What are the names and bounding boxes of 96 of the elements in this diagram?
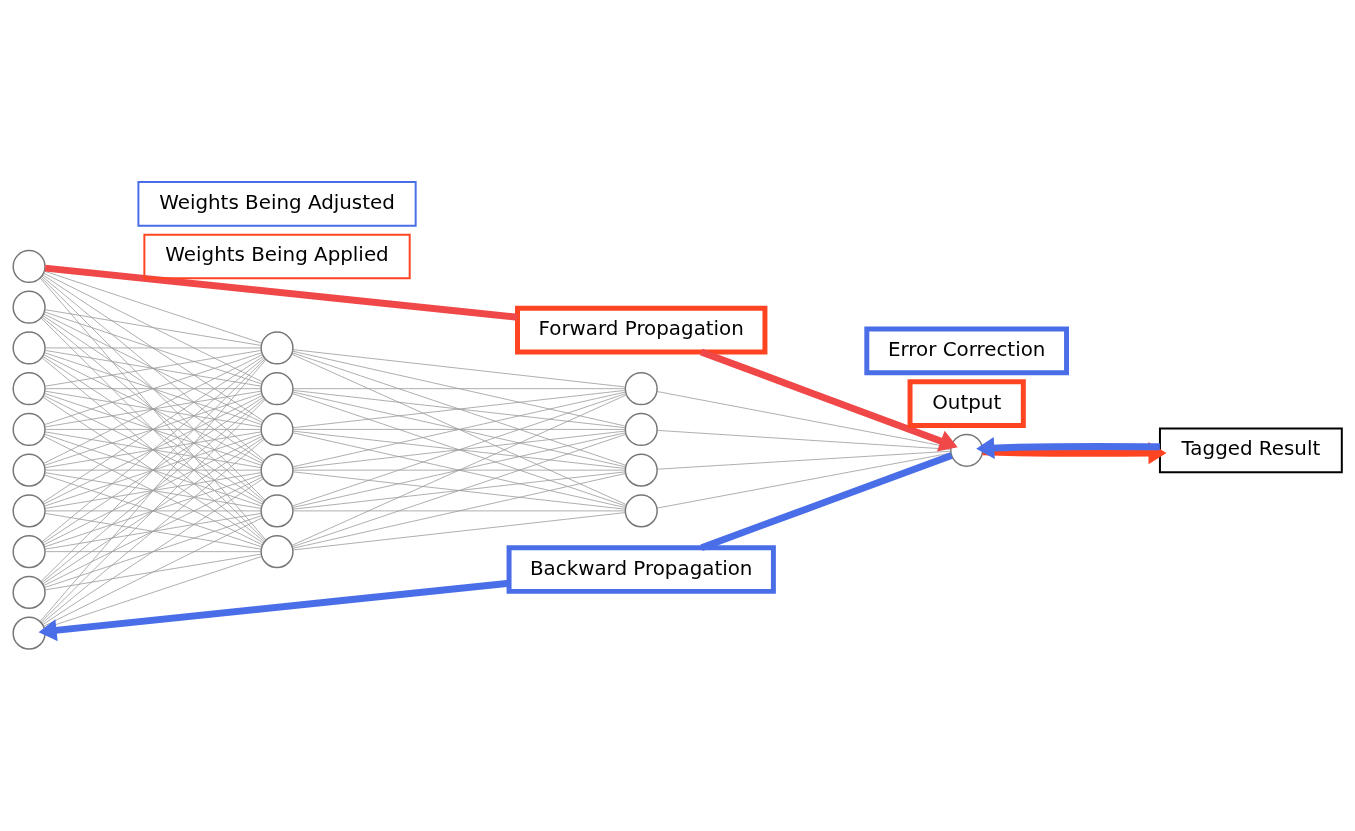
connector	[44, 270, 263, 344]
connector	[656, 452, 952, 509]
node-circle	[12, 249, 46, 284]
connector	[40, 317, 266, 542]
node-box: Forward Propagation	[515, 305, 768, 355]
connector	[41, 438, 265, 624]
connector	[44, 551, 262, 553]
connector	[41, 316, 265, 502]
connector	[43, 395, 263, 505]
node-circle	[12, 331, 46, 365]
connector	[43, 435, 263, 546]
node-box: Weights Being Adjusted	[137, 180, 417, 227]
node-box: Error Correction	[864, 326, 1070, 376]
node-circle	[12, 412, 46, 447]
connector	[39, 277, 267, 541]
node-box: Backward Propagation	[506, 545, 776, 594]
connector	[42, 396, 264, 544]
node-circle	[260, 494, 294, 528]
connector	[44, 347, 262, 349]
node-circle	[12, 453, 46, 487]
node-circle	[12, 494, 46, 528]
connector	[292, 429, 626, 430]
connector	[656, 391, 952, 448]
connector	[43, 476, 263, 587]
node-box: Weights Being Applied	[143, 233, 411, 280]
connector	[41, 275, 265, 461]
connector	[44, 553, 262, 591]
node-circle	[624, 494, 658, 528]
connector	[44, 469, 262, 471]
connector	[292, 430, 626, 469]
connector	[44, 474, 263, 548]
connector	[42, 274, 264, 422]
connector	[292, 432, 626, 508]
node-circle	[260, 535, 294, 569]
connector	[657, 430, 951, 450]
connector	[44, 433, 263, 507]
node-circle	[624, 372, 658, 406]
connector	[291, 352, 627, 466]
connector	[40, 399, 266, 623]
connector	[44, 264, 518, 321]
connector	[42, 437, 264, 585]
node-circle	[12, 372, 46, 406]
connector	[292, 350, 626, 427]
connector	[44, 352, 263, 426]
node-circle	[260, 453, 294, 487]
connector	[44, 472, 262, 509]
connector	[291, 353, 627, 506]
connector	[40, 276, 266, 501]
node-circle	[12, 575, 46, 610]
connector	[42, 315, 264, 463]
node-circle	[950, 433, 984, 467]
connector	[43, 272, 263, 383]
connector	[292, 471, 626, 510]
connector	[41, 398, 265, 583]
connector	[44, 429, 262, 430]
connector	[43, 517, 263, 627]
connector	[41, 357, 265, 543]
connector	[44, 390, 262, 428]
connector	[700, 452, 953, 551]
connector	[292, 349, 626, 388]
connector	[292, 510, 626, 512]
connector	[44, 350, 262, 387]
node-circle	[12, 535, 46, 569]
connector	[44, 388, 262, 390]
connector	[44, 515, 263, 589]
arrow	[38, 579, 510, 642]
arrow	[982, 442, 1167, 465]
connector	[291, 394, 627, 546]
node-box: Tagged Result	[1158, 427, 1343, 474]
connector	[292, 512, 626, 551]
connector	[292, 469, 626, 471]
connector	[44, 393, 263, 466]
connector	[44, 311, 263, 385]
connector	[43, 313, 263, 424]
connector	[291, 433, 627, 548]
connector	[292, 388, 626, 390]
connector	[292, 391, 626, 468]
node-box: Output	[907, 379, 1026, 428]
node-circle	[260, 412, 294, 447]
node-circle	[260, 372, 294, 406]
connector	[43, 354, 263, 464]
node-circle	[624, 453, 658, 487]
connector	[42, 478, 264, 625]
connector	[40, 358, 266, 582]
connector	[292, 473, 626, 549]
node-circle	[260, 331, 294, 365]
connector	[39, 359, 267, 622]
connector	[291, 393, 627, 507]
connector	[44, 510, 262, 512]
connector	[44, 431, 262, 469]
node-circle	[12, 616, 46, 650]
connector	[657, 450, 951, 470]
arrow	[699, 348, 958, 452]
node-circle	[12, 290, 46, 324]
node-circle	[624, 412, 658, 447]
connector	[44, 309, 262, 346]
